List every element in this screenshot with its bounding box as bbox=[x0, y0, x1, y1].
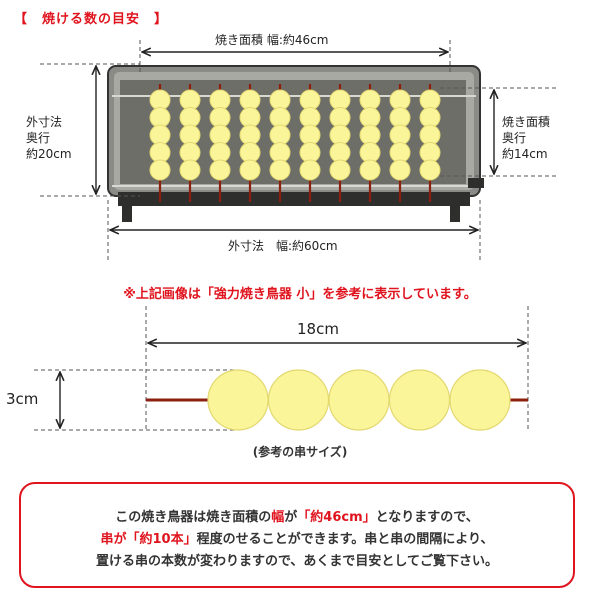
info-line-1: この焼き鳥器は焼き面積の幅が「約46cm」となりますので、 bbox=[115, 510, 479, 525]
grill-dimension-lines bbox=[40, 40, 556, 262]
grill-skewers bbox=[149, 84, 441, 202]
grill-skewer-ball bbox=[179, 159, 201, 181]
reference-ball bbox=[388, 369, 451, 431]
grill-skewer-ball bbox=[149, 159, 171, 181]
right-depth-label: 焼き面積 奥行 約14cm bbox=[502, 115, 551, 161]
skewer-caption: (参考の串サイズ) bbox=[252, 445, 348, 459]
skewer-dimension-lines bbox=[34, 306, 529, 431]
reference-ball bbox=[328, 369, 390, 431]
grill-skewer-ball bbox=[359, 159, 381, 181]
bottom-width-label: 外寸法 幅:約60cm bbox=[228, 239, 338, 253]
grill-skewer-ball bbox=[209, 159, 231, 181]
info-line-3: 置ける串の本数が変わりますので、あくまで目安としてご覧下さい。 bbox=[95, 554, 499, 569]
grill-illustration bbox=[107, 65, 484, 222]
info-box bbox=[19, 482, 575, 588]
reference-note: ※上記画像は「強力焼き鳥器 小」を参考に表示しています。 bbox=[123, 287, 477, 302]
reference-skewer-balls bbox=[207, 369, 511, 431]
reference-ball bbox=[449, 369, 511, 431]
grill-skewer-ball bbox=[419, 159, 441, 181]
grill-skewer-ball bbox=[269, 159, 291, 181]
skewer-length-label: 18cm bbox=[297, 320, 339, 338]
page-title: 【 焼ける数の目安 】 bbox=[14, 12, 169, 27]
skewer-diameter-label: 3cm bbox=[6, 390, 39, 408]
top-width-label: 焼き面積 幅:約46cm bbox=[215, 33, 329, 47]
grill-skewer-ball bbox=[239, 159, 261, 181]
grill-skewer-ball bbox=[329, 159, 351, 181]
left-depth-label: 外寸法 奥行 約20cm bbox=[26, 115, 72, 161]
info-line-2: 串が「約10本」程度のせることができます。串と串の間隔により、 bbox=[100, 532, 494, 547]
grill-skewer-ball bbox=[389, 159, 411, 181]
reference-ball bbox=[207, 369, 269, 431]
reference-ball bbox=[267, 369, 330, 431]
grill-skewer-ball bbox=[299, 159, 321, 181]
